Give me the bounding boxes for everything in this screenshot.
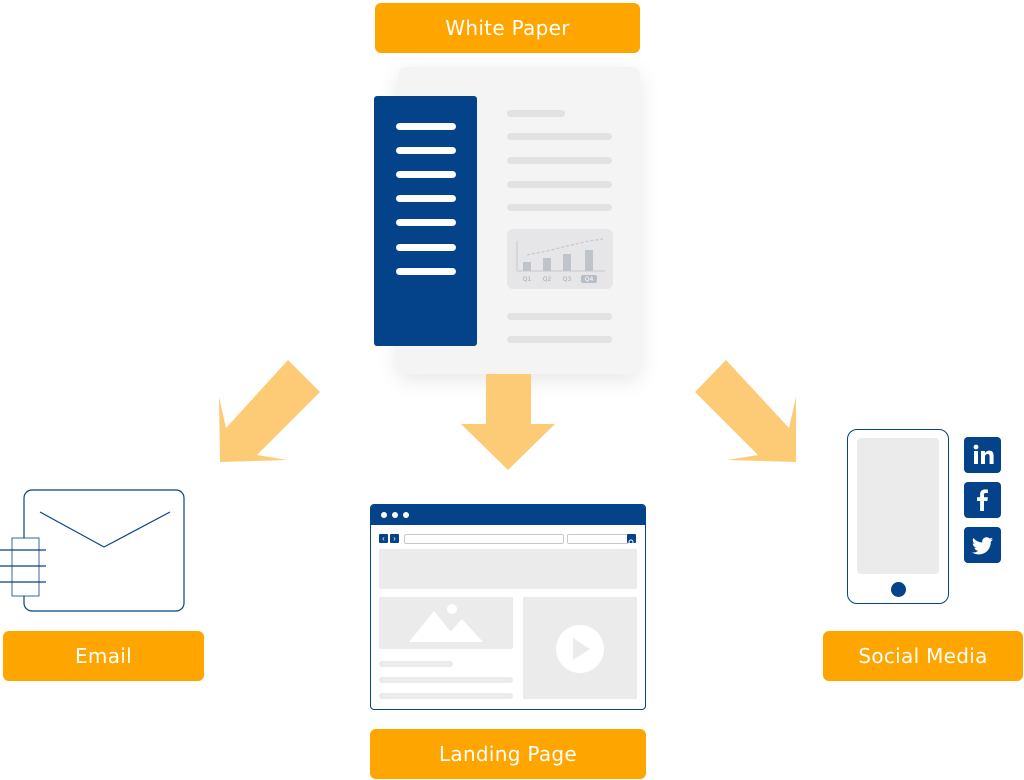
play-icon: [556, 625, 604, 673]
browser-title-bar: [371, 505, 645, 525]
cover-line: [396, 171, 456, 178]
mini-chart-card: Q1 Q2 Q3 Q4: [507, 229, 613, 289]
doc-text-line: [507, 157, 612, 164]
arrow-down-right-icon: [695, 360, 796, 462]
email-envelope-icon: [0, 489, 185, 612]
forward-arrow-icon: ›: [390, 534, 399, 543]
social-media-label: Social Media: [823, 631, 1023, 681]
cover-line: [396, 147, 456, 154]
email-label: Email: [3, 631, 204, 681]
arrow-down-icon: [461, 374, 555, 470]
page-text-line: [379, 693, 513, 699]
back-arrow-icon: ‹: [379, 534, 388, 543]
doc-text-line: [507, 313, 612, 320]
document-cover-panel: [374, 96, 477, 346]
window-dot-icon: [392, 512, 398, 518]
mini-chart-graphic: Q1 Q2 Q3 Q4: [516, 238, 605, 283]
mini-chart-bar: [585, 250, 593, 271]
landing-page-browser-window: ‹ ›: [370, 504, 646, 710]
mini-chart-bar: [523, 262, 531, 271]
image-placeholder: [379, 597, 513, 649]
mini-chart-bar: [543, 258, 551, 271]
phone-screen: [857, 438, 939, 574]
page-banner-placeholder: [379, 549, 637, 589]
window-dot-icon: [381, 512, 387, 518]
facebook-icon: [964, 482, 1001, 518]
twitter-icon: [964, 527, 1001, 563]
mini-chart-tick: Q3: [563, 276, 572, 283]
phone-home-button: [891, 582, 906, 597]
doc-text-line: [507, 204, 612, 211]
page-text-line: [379, 677, 513, 683]
search-box: [567, 534, 629, 544]
cover-line: [396, 195, 456, 202]
mini-chart-tick: Q4: [585, 276, 594, 283]
address-bar: [404, 534, 564, 544]
cover-line: [396, 123, 456, 130]
arrow-down-left-icon: [219, 360, 320, 462]
doc-text-line: [507, 336, 612, 343]
page-text-line: [379, 661, 453, 667]
cover-line: [396, 219, 456, 226]
window-dot-icon: [403, 512, 409, 518]
doc-text-line: [507, 181, 612, 188]
doc-text-line: [507, 110, 565, 117]
mini-chart-tick: Q2: [543, 276, 552, 283]
phone-icon: [847, 429, 949, 604]
image-icon: [409, 604, 483, 642]
search-icon: [627, 534, 636, 546]
doc-text-line: [507, 133, 612, 140]
mini-chart-bar: [563, 254, 571, 271]
cover-line: [396, 244, 456, 251]
white-paper-label: White Paper: [375, 3, 640, 53]
linkedin-icon: [964, 437, 1001, 473]
mini-chart-tick: Q1: [523, 276, 532, 283]
landing-page-label: Landing Page: [370, 729, 646, 779]
cover-line: [396, 268, 456, 275]
video-placeholder: [523, 597, 637, 699]
